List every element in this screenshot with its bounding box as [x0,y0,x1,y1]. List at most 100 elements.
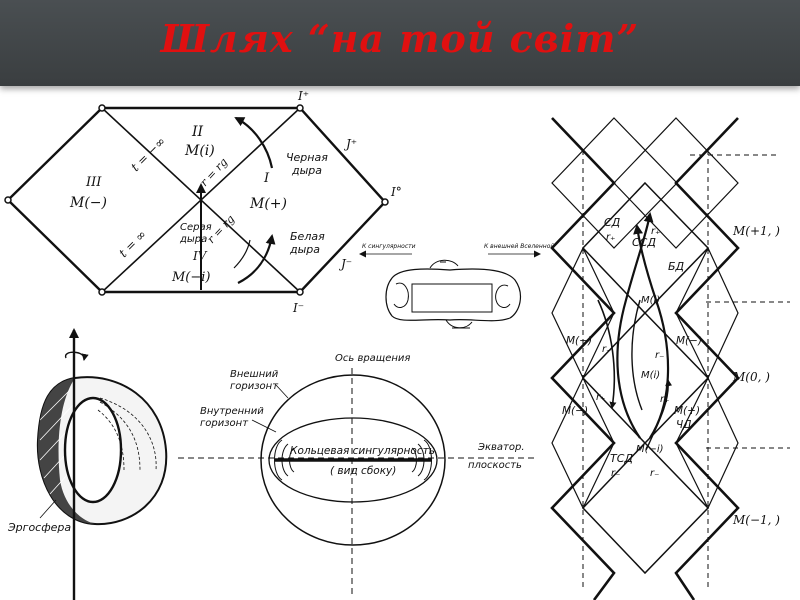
chain-label-M-minus-upper: M(−) [566,335,592,347]
outer-horizon-label-1: Внешний [230,369,279,380]
rotation-arrow [65,351,89,361]
scri-J-minus: J⁻ [338,257,352,271]
tunnel-core [411,283,493,313]
inner-horizon-pointer [251,419,277,433]
region-label-IV: IV [192,249,208,263]
chain-label-r-plus-4: r₊ [660,394,669,405]
white-hole-arrow [237,234,276,284]
black-hole-label-2: дыра [291,164,322,177]
chain-label-M-i-mid: M(i) [641,370,660,381]
chain-label-r-plus-1: r₊ [606,232,615,243]
kerr-cross-section: Ось вращения Внешний горизонт Внутренний… [178,353,535,598]
chain-label-BD: БД [668,260,685,273]
ergosphere-pointer [39,499,57,519]
scri-I-plus: I⁺ [297,89,309,103]
chain-label-TSD: ТСД [610,452,633,465]
outer-horizon-ellipse [260,374,446,546]
penrose-vertex [4,196,12,204]
chain-label-r-minus-3: r₋ [611,468,620,479]
outer-horizon-label-2: горизонт [230,381,279,392]
world-line-4 [631,299,643,411]
chain-label-M-minus-upper-r: M(−) [676,335,702,347]
penrose-vertex [98,104,106,112]
chain-label-r-minus-1: r₋ [602,344,611,355]
region-label-M-minus: M(−) [69,195,107,211]
to-singularity-label: К сингулярности [362,243,416,250]
chain-diamond-3 [581,441,710,575]
ergosphere-label: Эргосфера [7,521,71,534]
side-view-label: ( вид сбоку) [330,465,396,477]
inner-horizon-label-2: горизонт [200,418,249,429]
white-hole-label-1: Белая [290,230,325,243]
world-line-1 [616,212,654,439]
region-label-M-minus-i: M(−i) [171,270,211,285]
rotation-axis-label: Ось вращения [335,353,410,364]
ring-singularity-label: Кольцевая сингулярность [290,445,435,457]
ring-left-arcs [274,439,295,481]
chain-right-boundary [674,117,740,600]
r-equals-rg-top: r = rg [198,155,231,189]
region-label-II: II [191,124,204,140]
ergosphere-shaded [37,378,95,524]
chain-label-r-plus-3: r₊ [596,392,605,403]
region-label-M-plus: M(+) [249,196,287,212]
chain-label-r-plus-2: r₊ [651,226,660,237]
chain-label-r-minus-2: r₋ [655,350,664,361]
slide-title: Шлях “на той світ” [160,16,640,61]
penrose-vertex [381,198,389,206]
penrose-vertex [296,104,304,112]
tunnel-body [385,268,522,322]
chain-label-SSD: ССД [632,236,656,249]
inner-arrow [233,239,251,269]
chain-label-M-plus: M(+) [674,405,700,417]
t-infinity: t = ∞ [116,227,149,260]
scri-I-zero: I° [390,185,402,199]
black-hole-label-1: Черная [286,151,328,164]
ergosphere-hatch [39,389,75,495]
world-line-5 [645,379,673,451]
tunnel-sketch: К сингулярности К внешней Вселенной [359,243,554,329]
right-craft [495,284,511,308]
black-hole-arrow [234,117,274,169]
top-craft [429,259,459,269]
equator-label-1: Экватор. [477,442,525,453]
title-bar: Шлях “на той світ” [0,0,800,86]
to-universe-label: К внешней Вселенной [484,243,554,250]
chain-diamond-top-r [613,117,739,249]
universe-label-plus-1: M(+1, ) [732,224,780,238]
scri-I-minus: I⁻ [292,301,304,315]
ring-right-arcs [411,439,432,481]
kerr-chain-diagram: СД r₊ ССД r₊ БД M(i) M(−) M(−) r₋ r₋ M(i… [550,117,790,600]
chain-diamond-left-low [551,376,615,510]
chain-label-CHD: ЧД [676,419,691,431]
chain-diamond-right-mid [675,246,739,380]
chain-diamond-top [551,117,678,249]
universe-label-minus-1: M(−1, ) [732,513,780,527]
ergosphere-meridian [97,397,157,471]
chain-label-M-minus-i: M(−i) [636,444,664,455]
universe-label-0: M(0, ) [732,370,770,384]
equator-label-2: плоскость [468,460,522,471]
horizon-ellipse [63,396,123,504]
world-line-2 [633,224,670,439]
world-line-3 [597,299,617,409]
grey-hole-label-2: дыра [179,234,207,245]
chain-label-M-minus-lower: M(−) [562,405,588,417]
region-label-I: I [263,171,270,186]
t-minus-infinity: t = −∞ [128,134,168,174]
chain-label-SD: СД [604,216,621,229]
region-label-M-i: M(i) [184,143,215,159]
region-label-III: III [85,175,102,190]
chain-diamond-right-low [675,376,739,510]
ergosphere-sketch: Эргосфера [7,328,168,600]
penrose-vertex [296,288,304,296]
inner-horizon-ellipse [268,417,438,503]
left-craft [393,282,409,308]
inner-horizon-label-1: Внутренний [200,406,264,417]
bottom-craft [445,319,473,329]
grey-hole-label-1: Серая [180,222,212,233]
outer-horizon-pointer [275,384,289,399]
white-hole-label-2: дыра [289,243,320,256]
chain-left-boundary [550,117,616,600]
